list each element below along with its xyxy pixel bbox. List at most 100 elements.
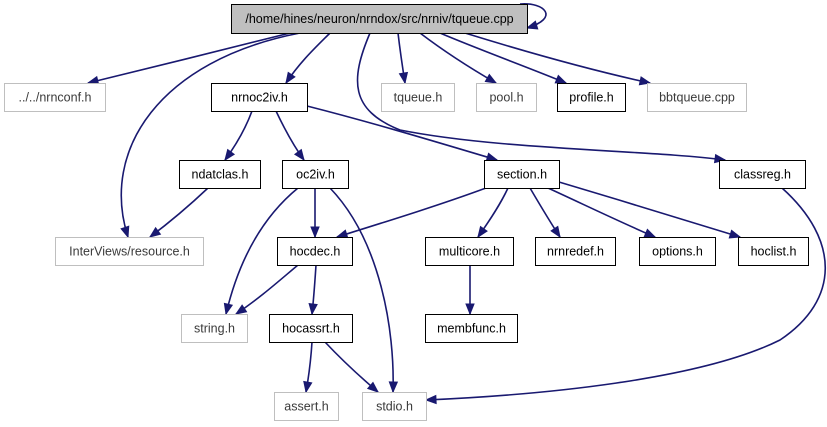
arrowhead-icon [310, 226, 320, 239]
arrowhead-icon [285, 71, 296, 85]
node-box [719, 160, 806, 189]
node-hocdec-h[interactable]: hocdec.h [277, 237, 353, 266]
edge-oc2iv_h-to-stdio_h [329, 187, 399, 394]
arrowhead-icon [477, 225, 488, 239]
edge-section_h-to-options_h [547, 187, 657, 238]
node-options-h[interactable]: options.h [639, 237, 716, 266]
edge-line [235, 264, 299, 315]
arrowhead-icon [484, 73, 498, 84]
edge-tqueue_cpp-to-tqueue_cpp [519, 3, 547, 30]
arrowhead-icon [554, 74, 568, 84]
node-label: assert.h [284, 400, 329, 414]
edge-line [547, 187, 656, 238]
node-box [274, 392, 339, 421]
arrowhead-icon [234, 304, 248, 315]
node-label: hocdec.h [290, 245, 341, 259]
nodes-layer: /home/hines/neuron/nrndox/src/nrniv/tque… [4, 4, 809, 421]
node-box [179, 160, 261, 189]
node-label: nrnredef.h [547, 245, 604, 259]
node-tqueue-h: tqueue.h [381, 83, 455, 112]
edge-nrnoc2iv_h-to-oc2iv_h [275, 110, 305, 162]
edge-nrnoc2iv_h-to-ndatclas_h [224, 110, 253, 162]
arrowhead-icon [638, 76, 652, 86]
node-box [181, 314, 248, 343]
edge-line [558, 181, 741, 238]
node-label: ../../nrnconf.h [19, 91, 92, 105]
arrowhead-icon [525, 20, 539, 30]
edge-oc2iv_h-to-hocdec_h [310, 188, 320, 239]
node-box [282, 160, 349, 189]
node-box [425, 237, 514, 266]
edge-line [120, 32, 301, 238]
arrowhead-icon [303, 380, 313, 394]
node-section-h[interactable]: section.h [484, 160, 560, 189]
node-label: classreg.h [734, 168, 791, 182]
node-label: bbtqueue.cpp [659, 91, 735, 105]
edge-line [425, 187, 826, 401]
edge-line [356, 32, 726, 161]
node-label: hoclist.h [751, 245, 797, 259]
node-label: multicore.h [439, 245, 500, 259]
edge-hocassrt_h-to-assert_h [303, 341, 313, 394]
node-hocassrt-h[interactable]: hocassrt.h [269, 314, 353, 343]
node-box [535, 237, 616, 266]
edge-line [306, 105, 498, 161]
edge-line [87, 32, 291, 84]
arrowhead-icon [643, 228, 657, 238]
node-box [476, 83, 537, 112]
node-oc2iv-h[interactable]: oc2iv.h [282, 160, 349, 189]
node-label: tqueue.h [394, 91, 443, 105]
node-profile-h[interactable]: profile.h [557, 83, 626, 112]
edge-line [464, 32, 651, 84]
arrowhead-icon [388, 381, 399, 394]
arrowhead-icon [398, 71, 409, 85]
node-nrnoc2iv-h[interactable]: nrnoc2iv.h [211, 83, 308, 112]
arrowhead-icon [148, 226, 162, 238]
node-string-h: string.h [181, 314, 248, 343]
node-label: hocassrt.h [282, 322, 340, 336]
node-nrnconf-h: ../../nrnconf.h [4, 83, 106, 112]
edge-tqueue_cpp-to-resource_h [120, 32, 301, 239]
arrowhead-icon [728, 229, 742, 239]
edge-line [439, 32, 567, 84]
node-stdio-h: stdio.h [362, 392, 427, 421]
edge-section_h-to-multicore_h [477, 187, 509, 239]
node-label: options.h [652, 245, 703, 259]
arrowhead-icon [485, 152, 499, 162]
node-label: pool.h [489, 91, 523, 105]
node-resource-h: InterViews/resource.h [55, 237, 204, 266]
node-assert-h: assert.h [274, 392, 339, 421]
node-ndatclas-h[interactable]: ndatclas.h [179, 160, 261, 189]
node-label: ndatclas.h [192, 168, 249, 182]
node-tqueue-cpp[interactable]: /home/hines/neuron/nrndox/src/nrniv/tque… [231, 4, 528, 34]
node-nrnredef-h[interactable]: nrnredef.h [535, 237, 616, 266]
arrowhead-icon [223, 302, 234, 316]
node-box [269, 314, 353, 343]
node-label: membfunc.h [437, 322, 506, 336]
arrowhead-icon [424, 394, 437, 405]
node-membfunc-h[interactable]: membfunc.h [425, 314, 518, 343]
edge-multicore_h-to-membfunc_h [465, 265, 475, 316]
node-label: stdio.h [376, 400, 413, 414]
node-box [738, 237, 809, 266]
edge-line [225, 187, 299, 315]
node-classreg-h[interactable]: classreg.h [719, 160, 806, 189]
node-multicore-h[interactable]: multicore.h [425, 237, 514, 266]
edge-tqueue_cpp-to-bbtqueue_cpp [464, 32, 652, 86]
edge-tqueue_cpp-to-pool_h [419, 32, 498, 84]
edge-section_h-to-nrnredef_h [529, 187, 561, 239]
edge-line [336, 187, 487, 238]
arrowhead-icon [224, 148, 236, 162]
node-box [231, 4, 528, 34]
node-label: profile.h [569, 91, 614, 105]
node-box [4, 83, 106, 112]
node-box [639, 237, 716, 266]
node-hoclist-h[interactable]: hoclist.h [738, 237, 809, 266]
edge-hocdec_h-to-hocassrt_h [308, 264, 318, 316]
node-label: InterViews/resource.h [69, 245, 190, 259]
node-box [55, 237, 204, 266]
node-label: nrnoc2iv.h [231, 91, 288, 105]
edge-tqueue_cpp-to-profile_h [439, 32, 568, 84]
node-box [425, 314, 518, 343]
node-bbtqueue-cpp: bbtqueue.cpp [647, 83, 747, 112]
